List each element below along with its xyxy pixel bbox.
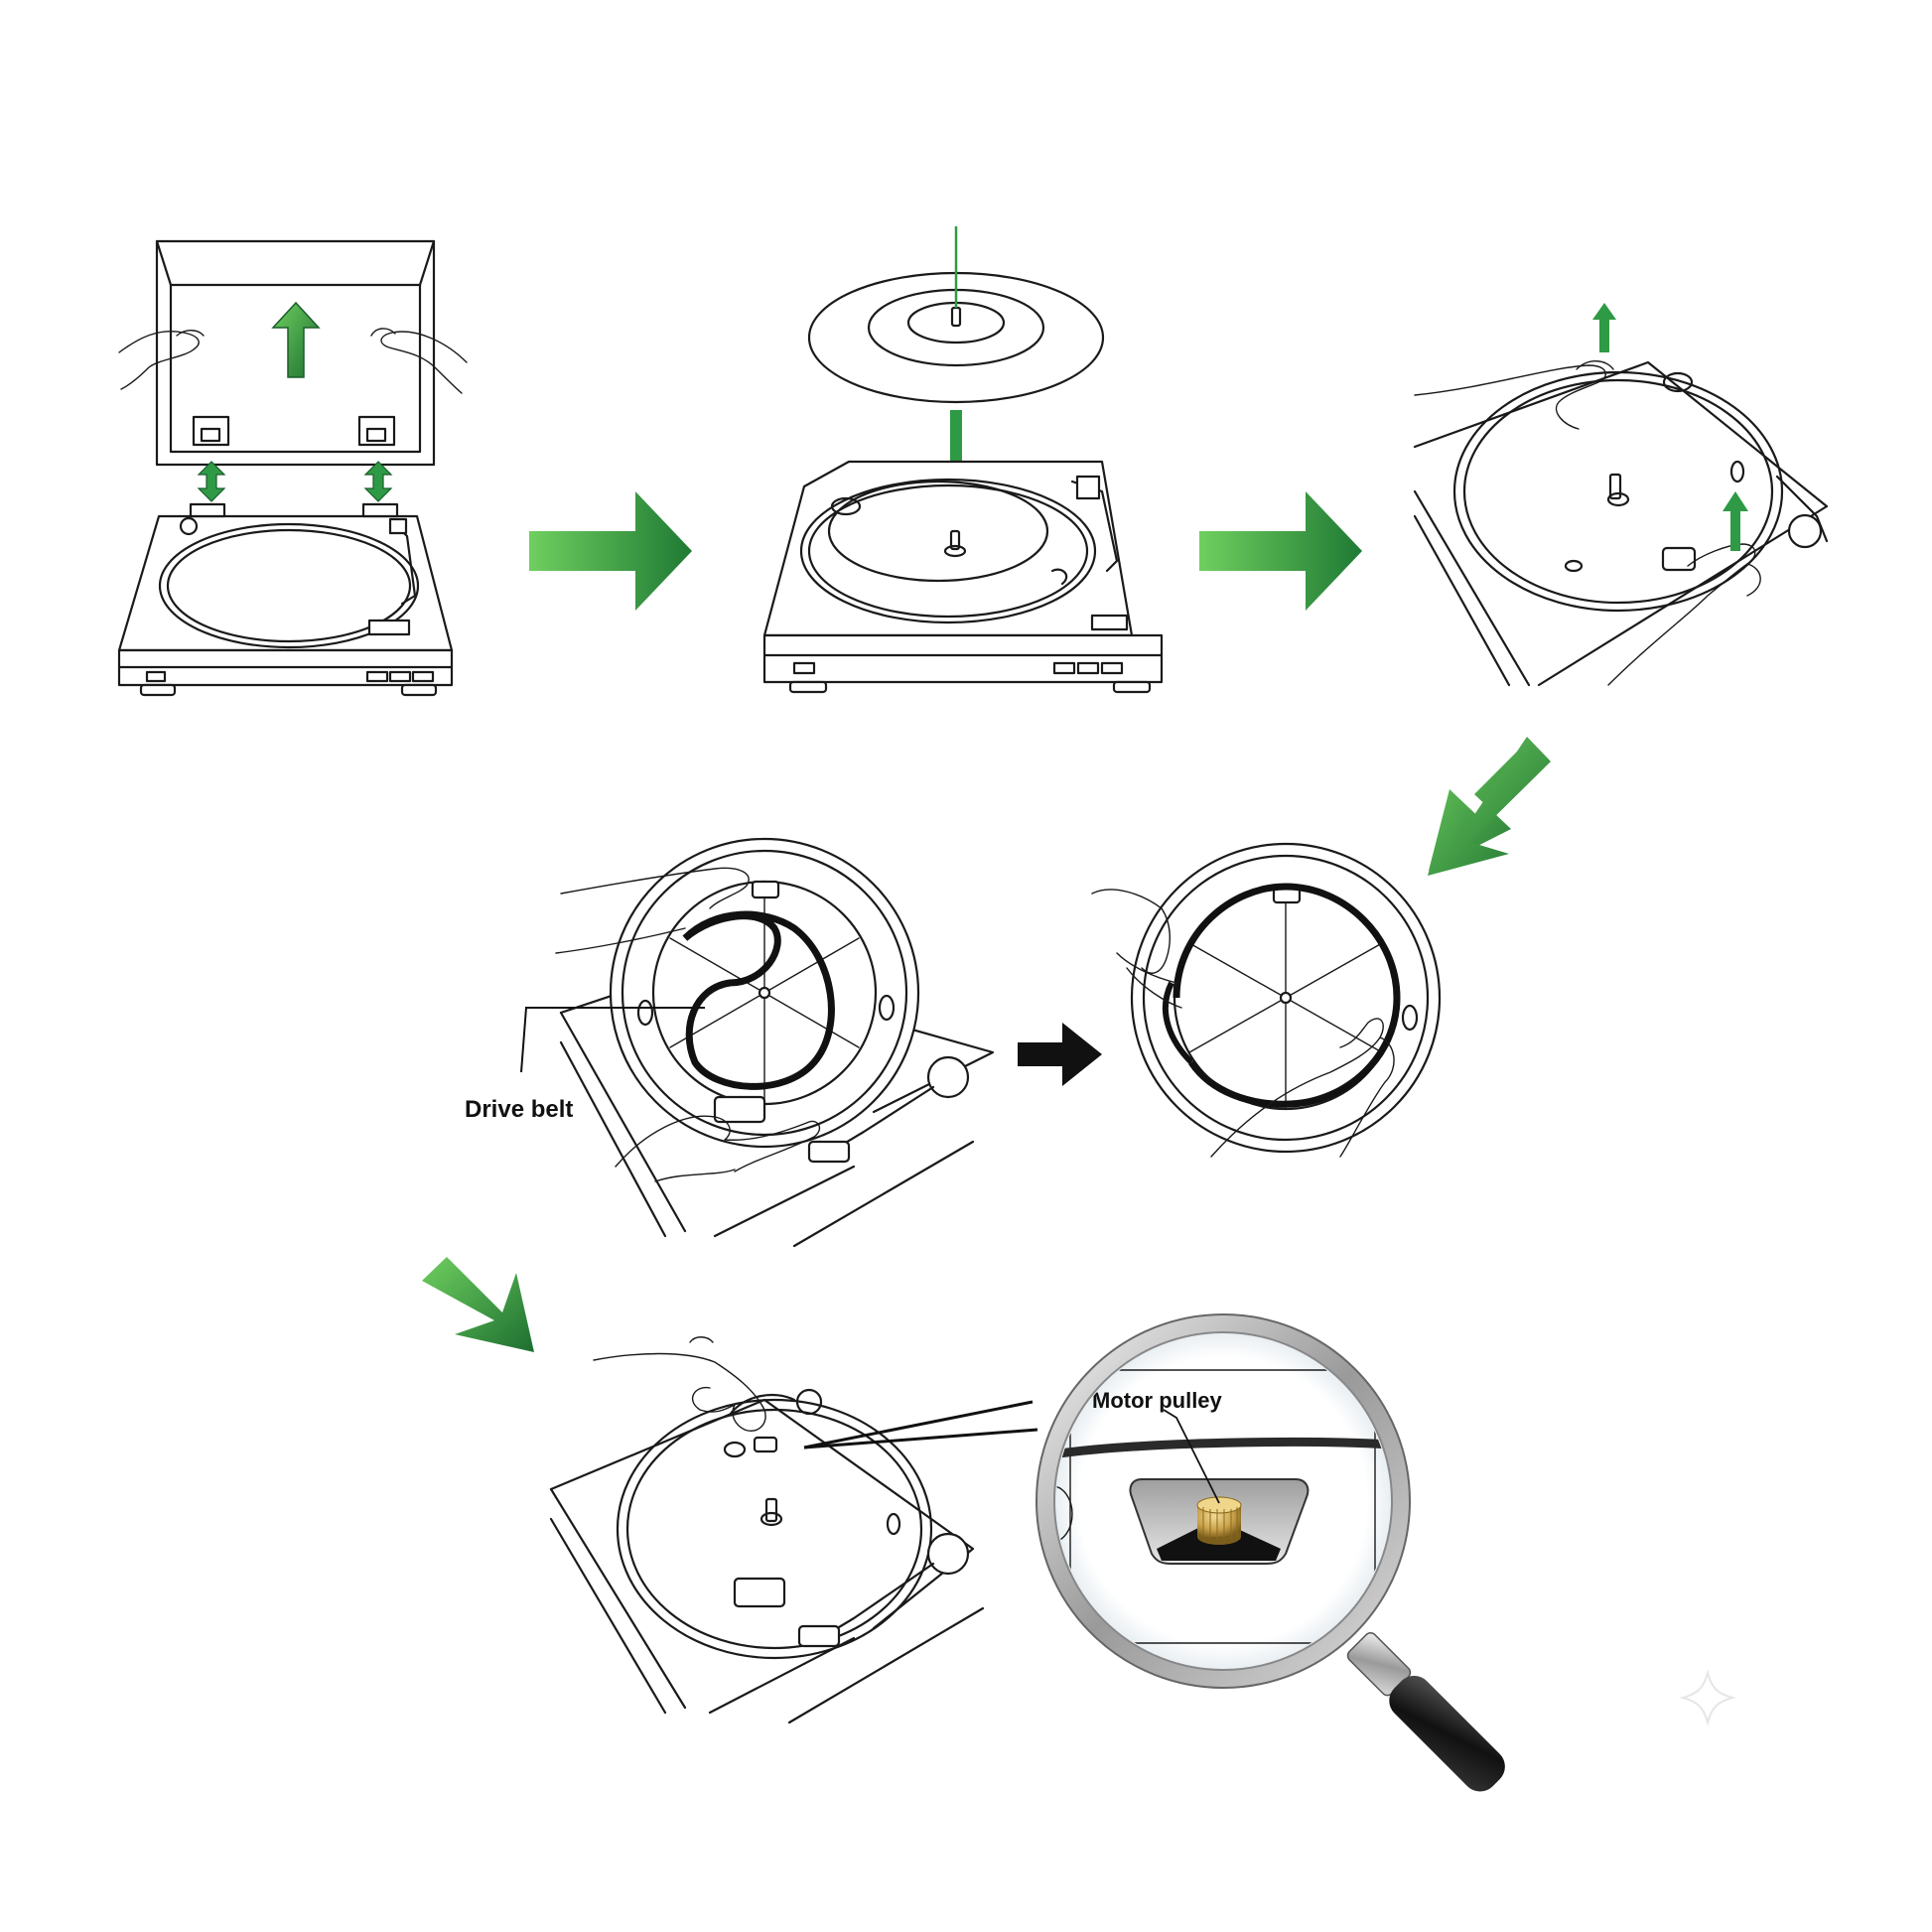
step-1-remove-dust-cover [117,239,468,697]
arrow-up-icon [1592,303,1616,352]
step-5-loop-belt [1091,842,1442,1158]
magnifier-pointer [803,1428,1038,1449]
arrow-down-left-icon-body [1428,737,1551,876]
turntable-base [117,502,454,697]
drive-belt-loose [1162,981,1194,1065]
motor-pulley-label: Motor pulley [1092,1388,1223,1413]
right-hand [380,331,468,394]
arrow-up-icon [1723,491,1748,551]
left-hand [1091,889,1171,974]
motor-pulley-icon [1196,1496,1242,1545]
arrow-down-right-icon [422,1257,534,1352]
hinge-double-arrow-icon [197,461,393,502]
step-6-motor-pulley: Motor pulley [549,1313,1505,1792]
drive-belt-leader [520,1007,705,1073]
sparkle-icon [1679,1669,1736,1726]
upper-hand [560,867,750,909]
hand [593,1352,766,1432]
step-3-lift-platter [1413,303,1829,687]
arrow-right-icon [1199,491,1362,611]
left-hand [118,331,200,390]
arrow-right-icon [529,491,692,611]
arrow-up-icon [271,301,321,378]
magnifying-glass-icon: Motor pulley [1035,1313,1505,1792]
step-4-flip-platter: Drive belt [465,837,995,1248]
drive-belt-label: Drive belt [465,1096,573,1123]
upper-hand [1414,364,1607,430]
turntable-base [762,460,1164,694]
arrow-right-black-icon [1018,1023,1102,1086]
drive-belt [682,910,835,1090]
magnifier-pointer [803,1400,1034,1449]
step-2-lift-platter-mat [762,226,1164,694]
motor-pulley-leader [1163,1409,1220,1504]
right-hand [1210,1018,1384,1158]
lower-hand [615,1115,821,1173]
